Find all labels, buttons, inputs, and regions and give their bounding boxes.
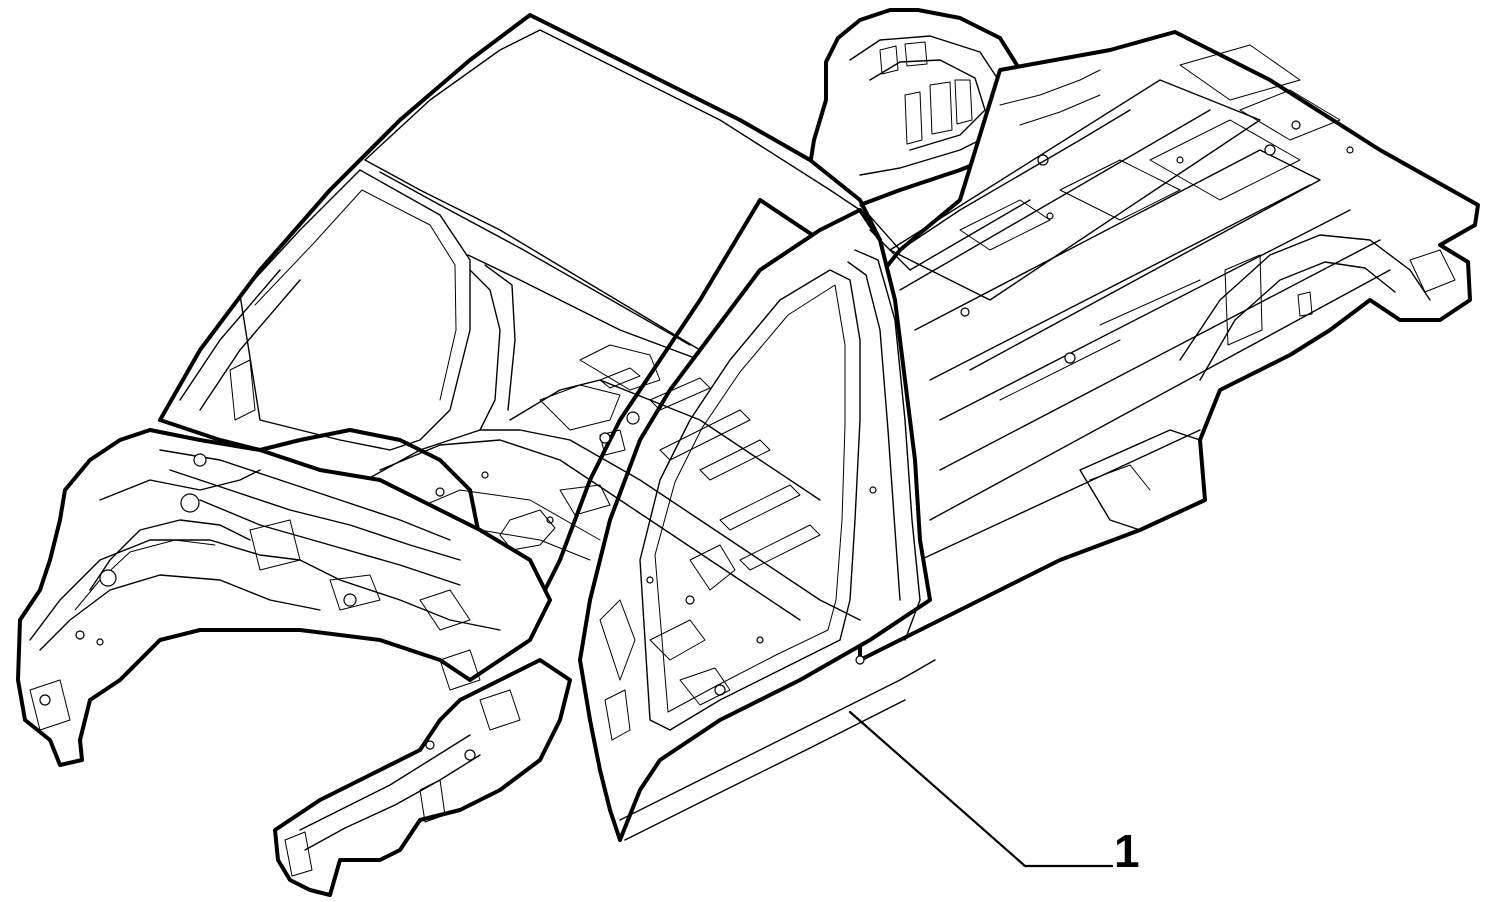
roof-frame [158, 13, 882, 602]
front-wheelhouse-left [16, 359, 552, 767]
rear-floor-pan [858, 30, 1480, 662]
front-floor-pan [329, 344, 861, 706]
callout-1-leader [848, 710, 1114, 868]
rear-wheel-arch-right [1079, 234, 1456, 531]
front-lower-rail [273, 649, 572, 897]
side-door-frame [578, 208, 936, 842]
rear-upper-frame [859, 69, 1131, 271]
callout-1: 1 [848, 710, 1140, 877]
callout-1-label: 1 [1114, 825, 1140, 877]
